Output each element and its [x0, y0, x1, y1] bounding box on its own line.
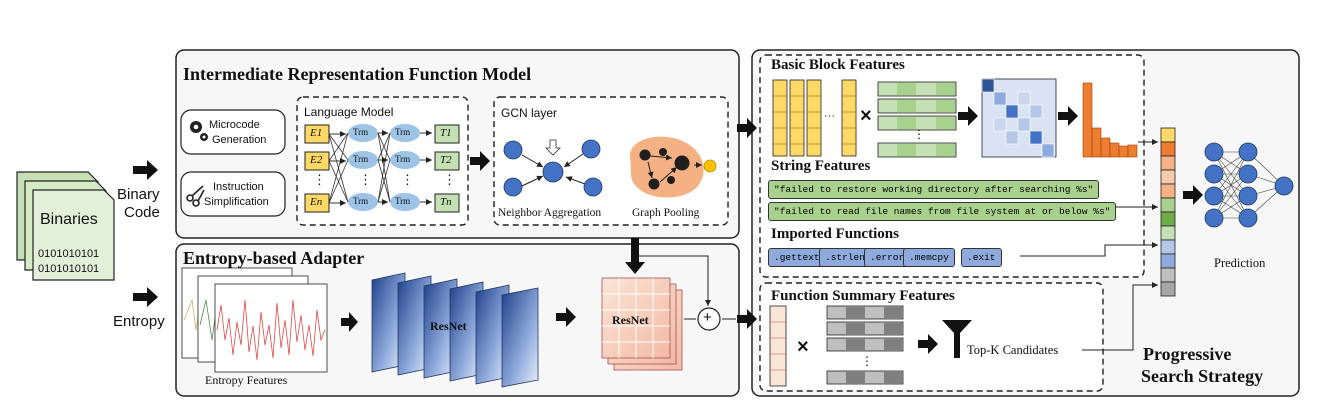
microcode-line-1: Microcode: [209, 119, 260, 131]
basic-block-rows: [877, 81, 957, 158]
lm-vdots-1: ⋮: [313, 172, 326, 187]
resnet-label-blue: ResNet: [430, 319, 467, 333]
similarity-heatmap: [981, 78, 1057, 158]
trm-3-1: Trm: [353, 196, 369, 206]
binary-code-line-2: Code: [124, 204, 160, 221]
entropy-features-label: Entropy Features: [205, 373, 288, 387]
trm-2-1: Trm: [353, 154, 369, 164]
basic-block-columns: [772, 79, 857, 157]
trm-1-1: Trm: [353, 127, 369, 137]
topk-label: Top-K Candidates: [967, 343, 1059, 357]
token-e2: E2: [310, 154, 323, 166]
bar-histogram: [1082, 82, 1138, 158]
trm-1-2: Trm: [395, 127, 411, 137]
trm-3-2: Trm: [395, 196, 411, 206]
lm-vdots-4: ⋮: [443, 172, 456, 187]
instruction-line-1: Instruction: [213, 181, 264, 193]
basic-block-times: ×: [860, 105, 872, 127]
basic-block-vdots: ⋮: [913, 127, 925, 141]
entropy-input-label: Entropy: [113, 313, 165, 330]
import-gettext: .gettext: [768, 248, 826, 267]
binaries-label: Binaries: [40, 211, 98, 228]
token-t1: T1: [440, 127, 452, 139]
entropy-adapter-title: Entropy-based Adapter: [183, 248, 365, 268]
token-en: En: [310, 196, 323, 208]
feature-vector: [1160, 127, 1176, 297]
bits-line-2: 0101010101: [38, 263, 100, 275]
function-summary-times: ×: [797, 336, 809, 358]
token-tn: Tn: [440, 196, 452, 208]
search-title-line-2: Search Strategy: [1141, 366, 1264, 386]
instruction-box: [180, 171, 286, 217]
gcn-title: GCN layer: [501, 106, 558, 120]
summary-column: [769, 305, 787, 387]
trm-2-2: Trm: [395, 154, 411, 164]
lm-vdots-3: ⋮: [401, 172, 414, 187]
binary-code-line-1: Binary: [117, 186, 160, 203]
microcode-box: [180, 109, 286, 155]
binaries-doc-icon: [16, 171, 115, 281]
instruction-line-2: Simplification: [204, 196, 269, 208]
neighbor-aggregation-graph: [503, 139, 603, 197]
import-memcpy: .memcpy: [903, 248, 955, 267]
string-features-title: String Features: [771, 158, 871, 174]
ir-model-title: Intermediate Representation Function Mod…: [183, 64, 532, 84]
basic-block-hdots: ···: [824, 110, 835, 122]
neighbor-aggregation-label: Neighbor Aggregation: [498, 207, 602, 219]
string-feature-1: "failed to restore working directory aft…: [768, 180, 1100, 199]
bits-line-1: 0101010101: [38, 248, 100, 260]
lm-vdots-2: ⋮: [359, 172, 372, 187]
scissors-icon: [186, 185, 205, 207]
gear-icon: [190, 121, 208, 141]
language-model-graphic: [304, 124, 460, 213]
resnet-pink-stack: [601, 277, 683, 371]
import-strlen: .strlen: [819, 248, 871, 267]
microcode-line-2: Generation: [212, 134, 267, 146]
token-e1: E1: [310, 127, 323, 139]
plus-circle-lines: [639, 255, 736, 320]
resnet-blue-stack: [371, 272, 539, 388]
plus-circle: [697, 307, 721, 331]
string-feature-2: "failed to read file names from file sys…: [768, 202, 1117, 221]
prediction-label: Prediction: [1214, 256, 1266, 270]
graph-pooling-graphic: [629, 136, 717, 198]
prediction-network: [1204, 142, 1294, 228]
import-exit: .exit: [961, 248, 1002, 267]
funnel-icon: [942, 320, 972, 358]
function-summary-title: Function Summary Features: [771, 288, 955, 304]
basic-block-title: Basic Block Features: [771, 57, 905, 73]
function-summary-vdots: ⋮: [861, 354, 873, 368]
token-t2: T2: [440, 154, 452, 166]
entropy-plots: [181, 267, 328, 373]
resnet-label-pink: ResNet: [612, 313, 649, 327]
graph-pooling-label: Graph Pooling: [632, 207, 700, 219]
language-model-title: Language Model: [304, 105, 394, 119]
imported-functions-title: Imported Functions: [771, 226, 899, 242]
summary-rows: [826, 305, 904, 385]
plus-symbol: +: [703, 309, 712, 326]
search-title-line-1: Progressive: [1143, 344, 1232, 364]
input-arrows: [133, 106, 1203, 354]
